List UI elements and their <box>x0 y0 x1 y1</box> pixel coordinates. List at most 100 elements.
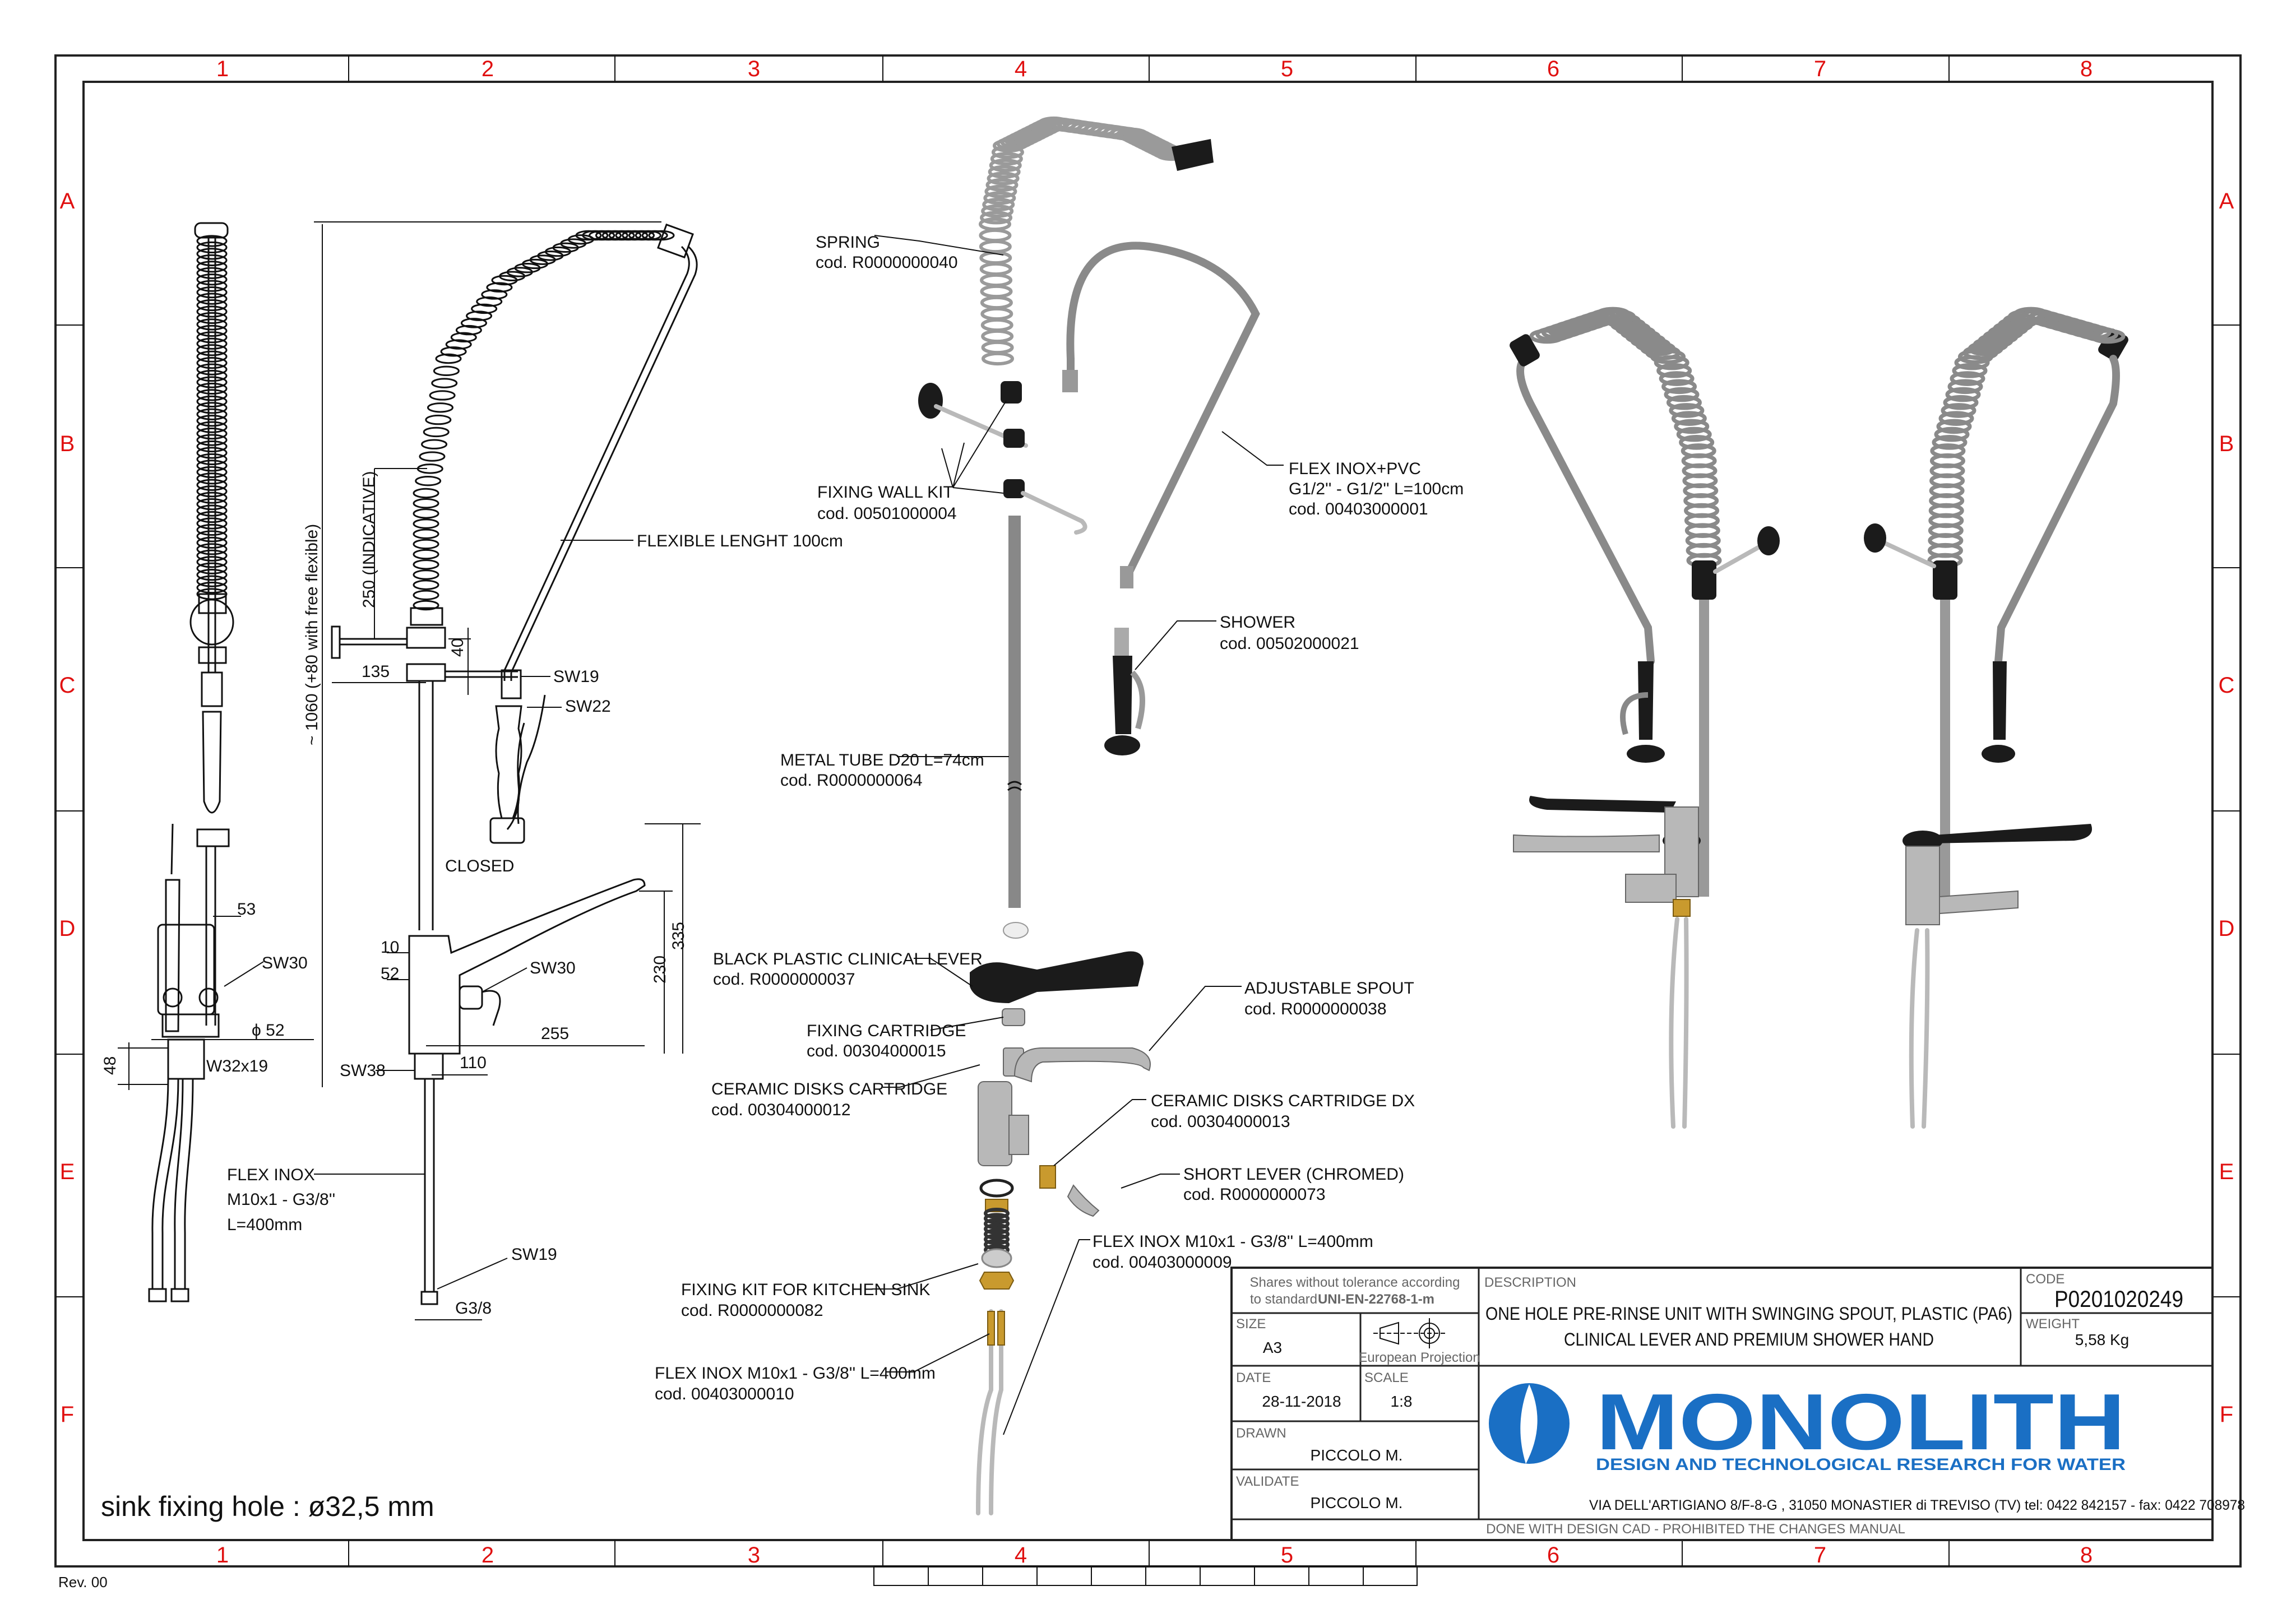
spring-coil <box>421 439 448 449</box>
part-clinical-lever-code: cod. R0000000037 <box>713 970 855 989</box>
date-value: 28-11-2018 <box>1262 1393 1341 1410</box>
code-label: CODE <box>2026 1272 2064 1287</box>
spring-coil <box>425 414 452 425</box>
part-fixing-cartridge-name: FIXING CARTRIDGE <box>807 1022 966 1040</box>
spring-icon <box>1529 307 1722 568</box>
spring-coil <box>196 324 228 337</box>
description-line-1: ONE HOLE PRE-RINSE UNIT WITH SWINGING SP… <box>1485 1304 2012 1324</box>
spring-coil <box>413 600 439 611</box>
part-flex-inox-10-name: FLEX INOX M10x1 - G3/8'' L=400mm <box>655 1364 936 1383</box>
spring-coil <box>196 485 228 498</box>
label-sw38: SW38 <box>340 1061 386 1080</box>
spring-coil <box>1674 419 1710 434</box>
spring-coil <box>435 353 462 364</box>
revision-label: Rev. 00 <box>58 1574 108 1590</box>
spring-coil <box>196 273 228 286</box>
part-flex-pvc-spec: G1/2'' - G1/2'' L=100cm <box>1289 480 1464 498</box>
spring-end-cap <box>1172 139 1214 171</box>
spring-coil <box>985 178 1019 192</box>
spring-coil <box>1945 387 1981 402</box>
spring-coil <box>1938 411 1974 426</box>
size-value: A3 <box>1263 1339 1282 1356</box>
spring-coil <box>1952 363 1988 378</box>
spring-coil <box>1936 419 1972 434</box>
dim-53: 53 <box>237 900 256 919</box>
svg-text:7: 7 <box>1814 57 1826 81</box>
spring-coil <box>1934 426 1970 442</box>
spring-coil <box>980 211 1013 225</box>
part-clinical-lever-name: BLACK PLASTIC CLINICAL LEVER <box>713 950 983 968</box>
spring-coil <box>196 305 228 318</box>
spring-coil <box>413 590 439 601</box>
svg-text:5: 5 <box>1281 57 1293 81</box>
label-flex-inox-1: FLEX INOX <box>227 1166 315 1184</box>
spring-coil <box>196 344 228 356</box>
spring-coil <box>196 389 228 401</box>
spring-coil <box>196 286 228 299</box>
part-short-lever-code: cod. R0000000073 <box>1183 1185 1326 1204</box>
revision-boxes <box>873 1566 1418 1586</box>
spring-coil <box>984 1218 1010 1230</box>
spring-coil <box>196 517 228 530</box>
spring-coil <box>413 528 439 539</box>
spring-coil <box>196 382 228 395</box>
spring-coil <box>196 350 228 363</box>
european-projection-icon <box>1373 1318 1446 1348</box>
spring-coil <box>196 562 228 574</box>
label-flexible-length: FLEXIBLE LENGHT 100cm <box>637 532 843 550</box>
spring-coil <box>423 426 450 438</box>
spring-coil <box>981 204 1014 218</box>
exploded-view-drawing: SPRING cod. R0000000040 FIXING WALL KIT … <box>655 116 1464 1515</box>
description-label: DESCRIPTION <box>1484 1275 1576 1290</box>
spring-coil <box>419 451 446 462</box>
dim-335: 335 <box>669 922 688 950</box>
label-flex-inox-3: L=400mm <box>227 1216 302 1234</box>
size-label: SIZE <box>1236 1316 1266 1332</box>
monolith-logo: MONOLITH DESIGN AND TECHNOLOGICAL RESEAR… <box>1489 1378 2126 1474</box>
spring-coil <box>196 575 228 587</box>
svg-text:B: B <box>60 432 75 456</box>
spring-coil <box>196 337 228 350</box>
spring-coil <box>984 1223 1010 1235</box>
spring-coil <box>445 339 472 350</box>
weight-label: WEIGHT <box>2026 1316 2080 1332</box>
label-sw30-left: SW30 <box>262 954 308 972</box>
spring-coil <box>196 421 228 433</box>
spring-coil <box>1671 411 1707 426</box>
spring-coil <box>413 508 439 519</box>
spring-coil <box>433 365 460 377</box>
spring-coil <box>979 217 1011 231</box>
spring-coil <box>460 318 487 328</box>
spring-coil <box>440 346 467 357</box>
spring-coil <box>196 569 228 581</box>
spring-coil <box>1943 395 1979 410</box>
spring-icon <box>196 235 228 600</box>
spring-coil <box>196 299 228 312</box>
spring-icon <box>979 116 1188 366</box>
part-flex-pvc-name: FLEX INOX+PVC <box>1289 460 1421 478</box>
spring-coil <box>196 447 228 459</box>
svg-text:D: D <box>2219 916 2235 941</box>
spring-coil <box>984 1213 1010 1225</box>
spring-coil <box>429 390 456 401</box>
callout-leaders <box>872 235 1284 1435</box>
spring-coil <box>1947 379 1983 395</box>
spring-coil <box>466 310 493 321</box>
spring-coil <box>1930 443 1966 458</box>
spring-coil <box>1679 435 1715 450</box>
spring-coil <box>987 171 1020 186</box>
spring-coil <box>455 324 482 336</box>
dim-255: 255 <box>541 1024 569 1043</box>
spring-coil <box>1941 403 1976 418</box>
dim-230: 230 <box>651 956 669 984</box>
svg-text:8: 8 <box>2080 57 2093 81</box>
spring-coil <box>427 402 453 413</box>
spring-coil <box>196 318 228 331</box>
spring-coil <box>196 523 228 536</box>
part-short-lever-name: SHORT LEVER (CHROMED) <box>1183 1165 1404 1184</box>
spring-coil <box>990 152 1023 166</box>
tolerance-prefix: to standard <box>1250 1292 1317 1307</box>
